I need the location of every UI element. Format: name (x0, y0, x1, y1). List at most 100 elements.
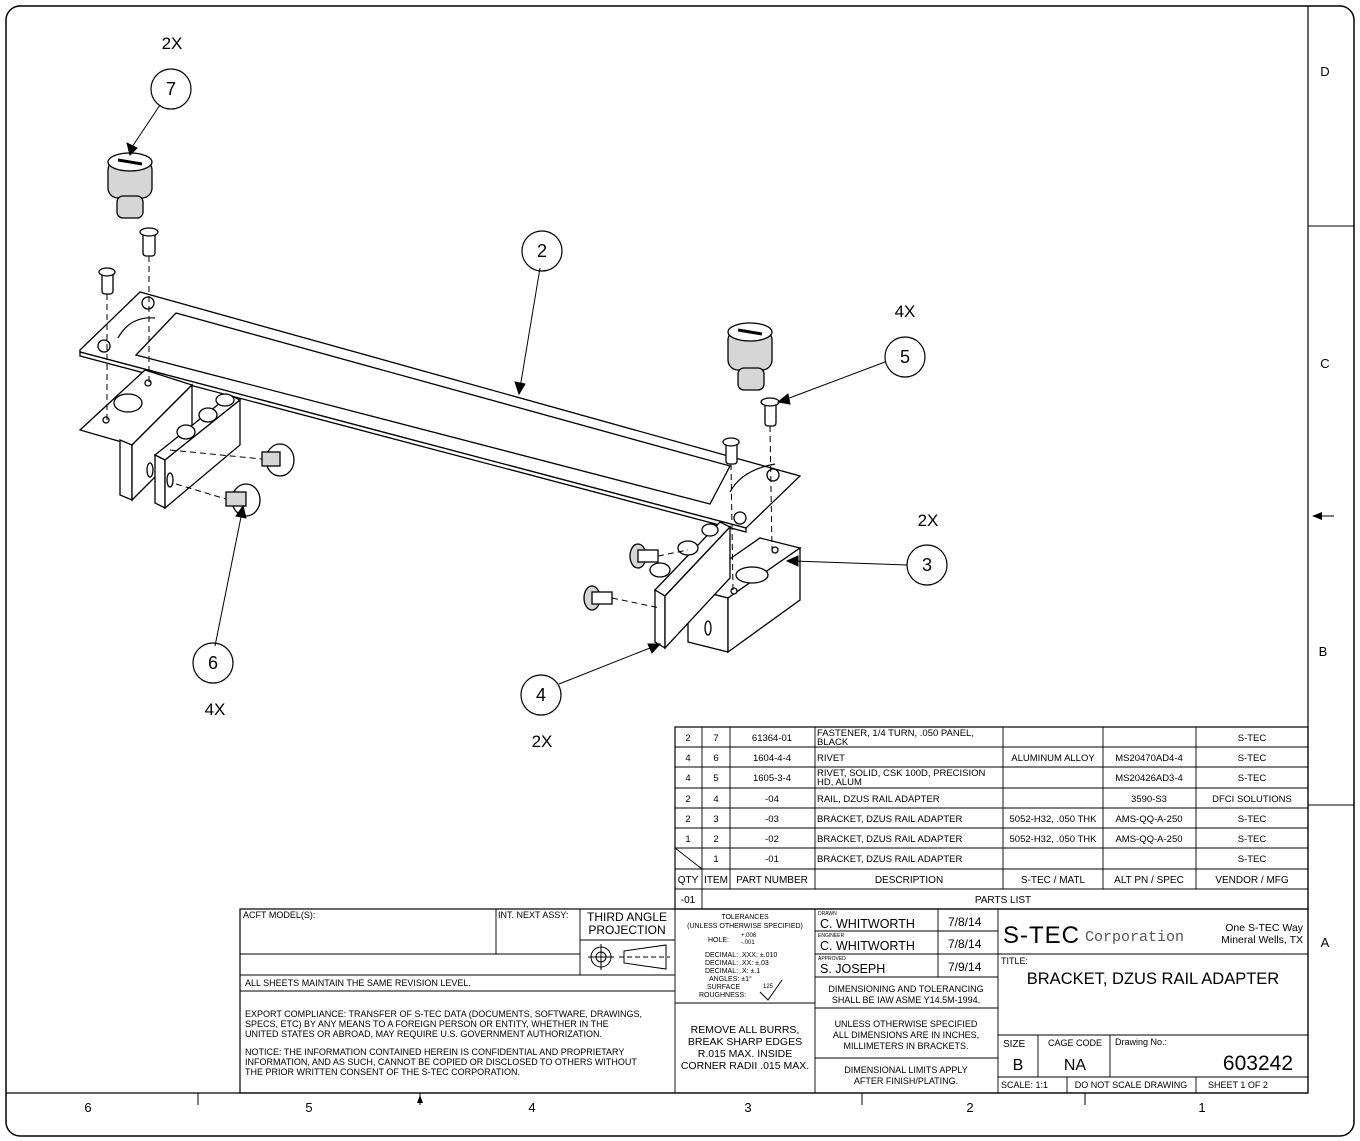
parts-cell-desc2: BLACK (817, 737, 849, 748)
rivets (98, 227, 780, 611)
svg-text:2: 2 (537, 241, 547, 261)
parts-cell-item: 6 (713, 753, 718, 764)
hole-plus: +.006 (741, 933, 757, 939)
tolerances-sub: (UNLESS OTHERWISE SPECIFIED) (687, 923, 803, 930)
parts-cell-item: 4 (713, 794, 718, 805)
parts-cell-alt: 3590-S3 (1131, 794, 1167, 805)
zone-center-arrow (1312, 512, 1322, 520)
parts-cell-qty: 4 (685, 773, 690, 784)
parts-cell-qty: 2 (685, 814, 690, 825)
tolerances-title: TOLERANCES (721, 914, 769, 921)
parts-cell-qty: 2 (685, 794, 690, 805)
parts-cell-desc: RIVET, SOLID, CSK 100D, PRECISION (817, 768, 986, 779)
dim-note-2: SHALL BE IAW ASME Y14.5M-1994. (832, 995, 980, 1005)
parts-dash: -01 (681, 895, 696, 906)
parts-header-matl: S-TEC / MATL (1021, 875, 1086, 886)
export-line-2: SPECS, ETC) BY ANY MEANS TO A FOREIGN PE… (245, 1019, 609, 1029)
approved-name: S. JOSEPH (820, 962, 885, 976)
dwg-no-label: Drawing No.: (1115, 1037, 1167, 1047)
approved-label: APPROVED (818, 956, 846, 962)
limits-note-1: DIMENSIONAL LIMITS APPLY (844, 1065, 968, 1075)
parts-cell-alt: AMS-QQ-A-250 (1115, 834, 1182, 845)
qty-label: 2X (162, 34, 183, 53)
sheet-label: SHEET 1 OF 2 (1208, 1080, 1268, 1090)
parts-header-qty: QTY (678, 875, 699, 886)
zone-center-arrow (417, 1095, 423, 1103)
parts-cell-vendor: S-TEC (1238, 733, 1267, 744)
svg-text:5: 5 (900, 347, 910, 367)
qty-label: 2X (532, 732, 553, 751)
parts-cell-part: -01 (765, 854, 779, 865)
zone-label-6: 6 (84, 1100, 91, 1115)
drawn-label: DRAWN (818, 911, 837, 917)
zone-label-1: 1 (1198, 1100, 1205, 1115)
surface-label: SURFACE (707, 984, 740, 991)
parts-cell-alt: MS20470AD4-4 (1115, 753, 1183, 764)
do-not-scale-label: DO NOT SCALE DRAWING (1075, 1080, 1188, 1090)
balloon-6: 6 4X (192, 642, 234, 719)
parts-cell-matl: ALUMINUM ALLOY (1011, 753, 1095, 764)
svg-text:6: 6 (208, 653, 218, 673)
size-value: B (1013, 1057, 1024, 1074)
address-line-2: Mineral Wells, TX (1221, 934, 1303, 946)
qty-label: 2X (918, 511, 939, 530)
parts-cell-alt: MS20426AD3-4 (1115, 773, 1183, 784)
limits-note-2: AFTER FINISH/PLATING. (854, 1076, 958, 1086)
qty-label: 4X (895, 302, 916, 321)
third-angle-symbol (588, 944, 670, 970)
notice-line-1: NOTICE: THE INFORMATION CONTAINED HEREIN… (245, 1047, 624, 1057)
parts-cell-part: 1605-3-4 (753, 773, 791, 784)
hole-label: HOLE: (708, 937, 729, 944)
roughness-value: 125 (763, 984, 774, 990)
units-note-2: ALL DIMENSIONS ARE IN INCHES, (833, 1030, 979, 1040)
bracket-plate (79, 291, 802, 533)
tol-decimal-2: DECIMAL: .XX: ±.03 (705, 960, 769, 967)
notice-line-3: THE PRIOR WRITTEN CONSENT OF THE S-TEC C… (245, 1067, 520, 1077)
parts-cell-desc2: HD, ALUM (817, 777, 862, 788)
parts-cell-desc: RIVET (817, 753, 845, 764)
balloon-5: 5 4X (884, 302, 926, 378)
units-note-1: UNLESS OTHERWISE SPECIFIED (835, 1019, 978, 1029)
zone-label-d: D (1320, 64, 1329, 79)
assembly-view (78, 104, 908, 685)
rail-right (649, 521, 732, 650)
parts-cell-desc: RAIL, DZUS RAIL ADAPTER (817, 794, 940, 805)
parts-header-part: PART NUMBER (736, 875, 808, 886)
fastener-top-left (107, 152, 153, 219)
burrs-line-2: BREAK SHARP EDGES (688, 1036, 802, 1048)
parts-cell-alt: AMS-QQ-A-250 (1115, 814, 1182, 825)
next-assy-label: INT. NEXT ASSY: (498, 910, 568, 920)
balloon-3: 3 2X (906, 511, 948, 586)
tol-decimal-3: DECIMAL: .XXX: ±.010 (705, 952, 777, 959)
projection-line1: THIRD ANGLE (587, 910, 667, 924)
parts-cell-item: 5 (713, 773, 718, 784)
parts-cell-item: 1 (713, 854, 718, 865)
cage-label: CAGE CODE (1048, 1038, 1102, 1048)
burrs-line-1: REMOVE ALL BURRS, (691, 1024, 800, 1036)
drawn-date: 7/8/14 (948, 915, 982, 929)
drawing-number: 603242 (1223, 1052, 1293, 1075)
leaders (126, 104, 908, 685)
parts-cell-part: -02 (765, 834, 779, 845)
drawn-name: C. WHITWORTH (820, 917, 915, 931)
balloon-7: 7 2X (150, 34, 192, 110)
drawing-title: BRACKET, DZUS RAIL ADAPTER (1027, 970, 1280, 988)
qty-label: 4X (205, 700, 226, 719)
parts-cell-desc: BRACKET, DZUS RAIL ADAPTER (817, 814, 962, 825)
address-line-1: One S-TEC Way (1225, 922, 1304, 934)
surface-finish-icon (759, 979, 783, 1001)
scale-label: SCALE: 1:1 (1001, 1080, 1048, 1090)
outer-border (5, 5, 1355, 1137)
parts-cell-part: -03 (765, 814, 779, 825)
engineer-label: ENGINEER (818, 933, 845, 939)
parts-cell-matl: 5052-H32, .050 THK (1010, 814, 1098, 825)
zone-label-5: 5 (305, 1100, 312, 1115)
zone-label-c: C (1320, 356, 1329, 371)
zone-label-a: A (1321, 935, 1330, 950)
